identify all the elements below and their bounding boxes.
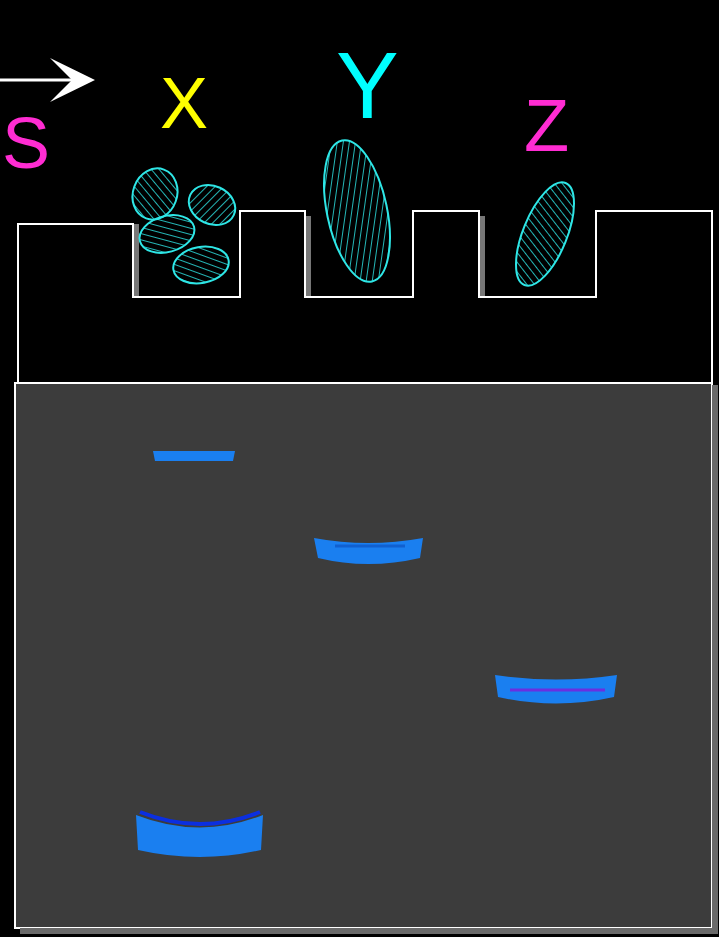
direction-arrow <box>0 58 95 102</box>
gel-slab <box>15 383 712 928</box>
lane-label: Y <box>336 39 399 133</box>
sample-label: S <box>2 107 50 179</box>
gel-shadow <box>712 385 718 930</box>
lane-label: Z <box>524 89 569 163</box>
lane-label: X <box>160 67 208 139</box>
gel-shadow <box>20 928 718 934</box>
sample-molecules <box>125 134 586 293</box>
gel-bands <box>136 451 617 857</box>
